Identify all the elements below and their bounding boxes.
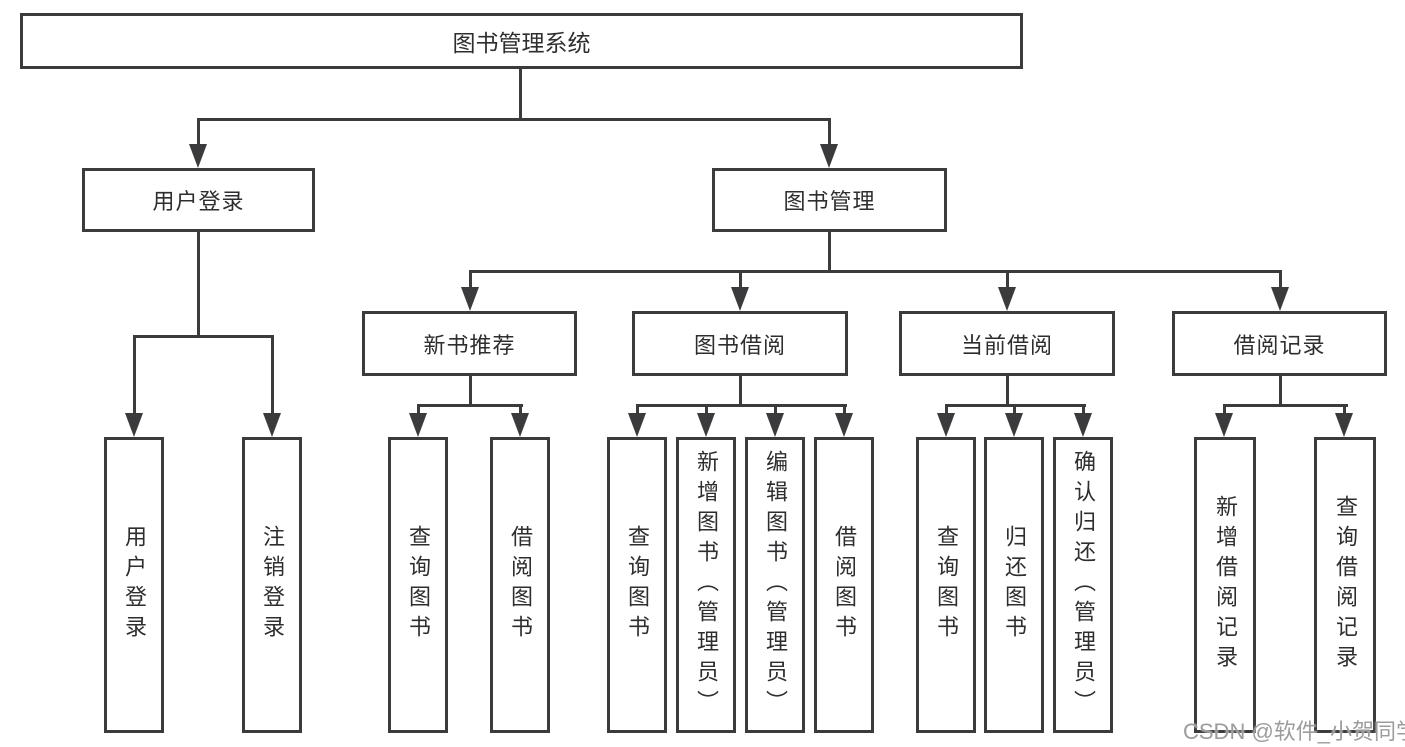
node-user-login: 用户登录 xyxy=(82,168,315,232)
connector-to-current-borrow xyxy=(1006,270,1009,290)
arrowhead-leaf-user-login xyxy=(125,413,143,437)
leaf-user-login: 用户登录 xyxy=(104,437,164,733)
leaf-confirm-return-admin: 确认归还（管理员） xyxy=(1053,437,1113,733)
leaf-edit-book-admin-label: 编辑图书（管理员） xyxy=(763,450,788,720)
leaf-add-borrow-record: 新增借阅记录 xyxy=(1194,437,1256,733)
leaf-add-book-admin: 新增图书（管理员） xyxy=(676,437,736,733)
node-book-borrow-label: 图书借阅 xyxy=(693,332,786,358)
arrowhead-borrow-books xyxy=(835,413,853,437)
arrowhead-query-record xyxy=(1335,413,1353,437)
connector-book-management-stem xyxy=(828,232,831,273)
leaf-borrow-books-label: 借阅图书 xyxy=(832,525,857,645)
connector-user-login-stem xyxy=(197,232,200,336)
node-borrow-records: 借阅记录 xyxy=(1172,311,1387,376)
connector-stub-query-recommend xyxy=(417,404,420,416)
connector-new-book-stem xyxy=(469,376,472,407)
leaf-add-borrow-record-label: 新增借阅记录 xyxy=(1213,495,1238,675)
connector-book-management-hline xyxy=(469,270,1281,273)
connector-to-book-borrow xyxy=(739,270,742,290)
node-borrow-records-label: 借阅记录 xyxy=(1233,332,1326,358)
arrowhead-query-current xyxy=(937,413,955,437)
connector-to-leaf-user-login xyxy=(133,335,136,413)
connector-stub-borrow-recommend xyxy=(519,404,522,416)
connector-stub-query-current xyxy=(945,404,948,416)
csdn-watermark: CSDN @软件_小贺同学 xyxy=(1183,719,1405,744)
connector-borrow-records-stem xyxy=(1279,376,1282,407)
node-book-management: 图书管理 xyxy=(712,168,947,232)
connector-to-book-management xyxy=(828,118,831,145)
arrowhead-book-borrow xyxy=(731,287,749,311)
connector-stub-borrow-books xyxy=(843,404,846,416)
connector-stub-query-borrow xyxy=(636,404,639,416)
connector-current-borrow-stem xyxy=(1006,376,1009,407)
node-book-borrow: 图书借阅 xyxy=(632,311,848,376)
node-new-book-recommend: 新书推荐 xyxy=(362,311,577,376)
leaf-add-book-admin-label: 新增图书（管理员） xyxy=(694,450,719,720)
node-current-borrow: 当前借阅 xyxy=(899,311,1115,376)
leaf-query-books-current: 查询图书 xyxy=(916,437,976,733)
connector-stub-edit-book xyxy=(774,404,777,416)
leaf-return-books-label: 归还图书 xyxy=(1002,525,1027,645)
node-new-book-recommend-label: 新书推荐 xyxy=(423,332,516,358)
arrowhead-query-recommend xyxy=(409,413,427,437)
connector-book-borrow-hline xyxy=(636,404,847,407)
connector-stub-query-record xyxy=(1343,404,1346,416)
connector-stub-add-book xyxy=(705,404,708,416)
leaf-query-books-borrow: 查询图书 xyxy=(607,437,667,733)
connector-user-login-hline xyxy=(133,335,274,338)
leaf-edit-book-admin: 编辑图书（管理员） xyxy=(745,437,805,733)
leaf-return-books: 归还图书 xyxy=(984,437,1044,733)
leaf-query-borrow-record: 查询借阅记录 xyxy=(1314,437,1376,733)
node-user-login-label: 用户登录 xyxy=(152,189,245,214)
leaf-confirm-return-admin-label: 确认归还（管理员） xyxy=(1071,450,1096,720)
leaf-query-books-current-label: 查询图书 xyxy=(934,525,959,645)
leaf-query-books-recommend-label: 查询图书 xyxy=(406,525,431,645)
connector-stub-add-record xyxy=(1223,404,1226,416)
connector-borrow-records-hline xyxy=(1223,404,1348,407)
connector-stub-confirm-return xyxy=(1082,404,1085,416)
leaf-query-books-borrow-label: 查询图书 xyxy=(625,525,650,645)
node-root-label: 图书管理系统 xyxy=(452,30,591,56)
leaf-query-books-recommend: 查询图书 xyxy=(388,437,448,733)
connector-stub-return-books xyxy=(1013,404,1016,416)
leaf-logout: 注销登录 xyxy=(242,437,302,733)
node-root-system: 图书管理系统 xyxy=(20,13,1023,69)
arrowhead-borrow-records xyxy=(1271,287,1289,311)
node-book-management-label: 图书管理 xyxy=(783,189,876,214)
arrowhead-add-record xyxy=(1215,413,1233,437)
connector-book-borrow-stem xyxy=(739,376,742,407)
connector-to-user-login xyxy=(197,118,200,145)
connector-to-new-book-recommend xyxy=(469,270,472,290)
leaf-borrow-books: 借阅图书 xyxy=(814,437,874,733)
leaf-borrow-books-recommend-label: 借阅图书 xyxy=(508,525,533,645)
leaf-user-login-label: 用户登录 xyxy=(122,525,147,645)
arrowhead-book-management xyxy=(820,144,838,168)
connector-root-stem xyxy=(519,69,522,119)
arrowhead-confirm-return xyxy=(1074,413,1092,437)
connector-to-leaf-logout xyxy=(271,335,274,413)
arrowhead-leaf-logout xyxy=(263,413,281,437)
arrowhead-user-login xyxy=(189,144,207,168)
arrowhead-query-borrow xyxy=(628,413,646,437)
connector-to-borrow-records xyxy=(1279,270,1282,290)
leaf-query-borrow-record-label: 查询借阅记录 xyxy=(1333,495,1358,675)
arrowhead-new-book-recommend xyxy=(461,287,479,311)
arrowhead-return-books xyxy=(1005,413,1023,437)
arrowhead-borrow-recommend xyxy=(511,413,529,437)
connector-new-book-hline xyxy=(417,404,523,407)
leaf-borrow-books-recommend: 借阅图书 xyxy=(490,437,550,733)
node-current-borrow-label: 当前借阅 xyxy=(960,332,1053,358)
arrowhead-edit-book xyxy=(766,413,784,437)
leaf-logout-label: 注销登录 xyxy=(260,525,285,645)
connector-root-hline xyxy=(197,118,831,121)
arrowhead-current-borrow xyxy=(998,287,1016,311)
arrowhead-add-book xyxy=(697,413,715,437)
